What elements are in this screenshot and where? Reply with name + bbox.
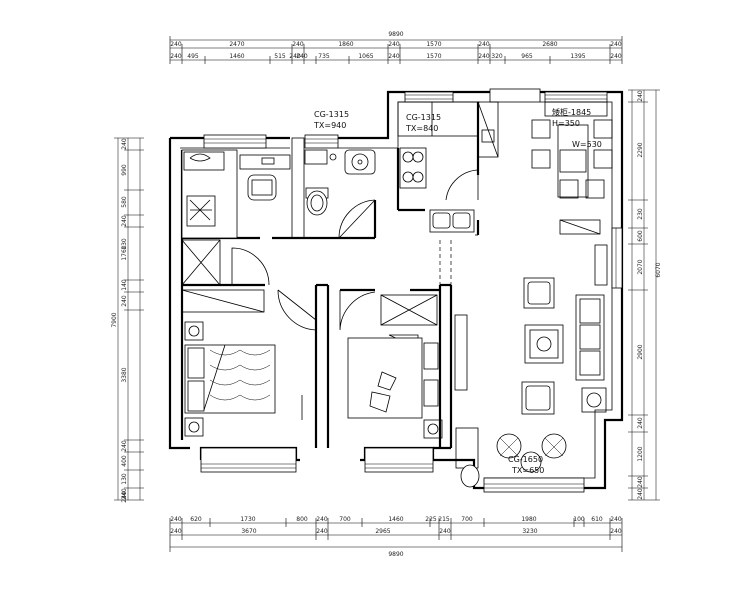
right-dim-2: 230 xyxy=(637,208,644,220)
interior-walls xyxy=(182,102,480,450)
bay-window-label: CG-1650 xyxy=(508,455,543,464)
window-a-label: CG-1315 xyxy=(314,110,349,119)
top-dim-r1-6: 240 xyxy=(478,41,490,48)
bot-dim-r2-4: 240 xyxy=(439,528,451,535)
left-dim-1: 990 xyxy=(121,164,128,176)
top-dim-r1-4: 240 xyxy=(388,41,400,48)
top-total-dim: 9890 xyxy=(388,31,403,38)
right-dim-6: 240 xyxy=(637,417,644,429)
top-dim-r1-3: 1860 xyxy=(338,41,353,48)
left-dim-9: 240 xyxy=(121,440,128,452)
bot-dim-r2-1: 3670 xyxy=(241,528,256,535)
top-dim-r1-0: 240 xyxy=(170,41,182,48)
left-dim-8: 3380 xyxy=(121,367,128,382)
annotations: CG-1315 TX=940 CG-1315 TX=840 矮柜-1845 H=… xyxy=(313,107,602,475)
top-dim-r2-14: 240 xyxy=(610,53,622,60)
kitchen-fixtures xyxy=(397,101,499,233)
bot-dim-r2-0: 240 xyxy=(170,528,182,535)
top-dim-r1-8: 240 xyxy=(610,41,622,48)
top-dim-r2-0: 240 xyxy=(170,53,182,60)
study-furniture xyxy=(181,149,291,286)
left-dimension-lines: 2409905802401301760140240338024040013024… xyxy=(111,137,144,503)
window-b-tx: TX=840 xyxy=(405,124,438,133)
cabinet-height: H=350 xyxy=(552,119,580,128)
master-bedroom-furniture xyxy=(347,294,443,439)
top-dim-r2-3: 515 xyxy=(274,53,286,60)
right-dim-3: 600 xyxy=(637,230,644,242)
top-dim-r2-8: 240 xyxy=(388,53,400,60)
bot-dim-r1-5: 700 xyxy=(339,516,351,523)
cabinet-label: 矮柜-1845 xyxy=(552,107,591,117)
left-dim-12: 240 xyxy=(121,488,128,500)
bot-dim-r1-13: 240 xyxy=(610,516,622,523)
top-dimension-lines: 9890 240 2470 240 1860 240 1570 240 2680 240 240… xyxy=(169,31,623,64)
left-dim-10: 400 xyxy=(121,455,128,467)
left-dim-3: 240 xyxy=(121,215,128,227)
bedroom-left-furniture xyxy=(181,289,276,437)
top-dim-r1-1: 2470 xyxy=(229,41,244,48)
bot-dim-r1-0: 240 xyxy=(170,516,182,523)
cabinet-width: W=530 xyxy=(572,140,602,149)
bottom-total-dim: 9890 xyxy=(388,551,403,558)
right-dim-7: 1200 xyxy=(637,446,644,461)
top-dim-r2-10: 240 xyxy=(478,53,490,60)
bot-dim-r1-6: 1460 xyxy=(388,516,403,523)
bot-dim-r1-11: 100 xyxy=(573,516,585,523)
window-b-label: CG-1315 xyxy=(406,113,441,122)
bathroom-fixtures xyxy=(304,149,376,216)
right-dim-9: 240 xyxy=(637,488,644,500)
left-dim-11: 130 xyxy=(121,473,128,485)
left-total-dim: 7900 xyxy=(111,312,118,327)
right-dim-0: 240 xyxy=(637,90,644,102)
left-dim-7: 240 xyxy=(121,295,128,307)
top-dim-r1-7: 2680 xyxy=(542,41,557,48)
top-dim-r2-4: 240 xyxy=(289,53,301,60)
bot-dim-r2-6: 240 xyxy=(610,528,622,535)
balcony-furniture xyxy=(455,427,567,488)
bot-dim-r1-10: 1980 xyxy=(521,516,536,523)
window-a-tx: TX=940 xyxy=(313,121,346,130)
bot-dim-r1-3: 800 xyxy=(296,516,308,523)
bot-dim-r1-12: 610 xyxy=(591,516,603,523)
bot-dim-r1-7: 225 xyxy=(425,516,437,523)
bot-dim-r1-4: 240 xyxy=(316,516,328,523)
left-dim-6: 140 xyxy=(121,279,128,291)
top-dim-r2-7: 1065 xyxy=(358,53,373,60)
bot-dim-r2-2: 240 xyxy=(316,528,328,535)
top-dim-r2-12: 965 xyxy=(521,53,533,60)
right-dim-1: 2290 xyxy=(637,142,644,157)
left-dim-0: 240 xyxy=(121,138,128,150)
top-dim-r2-1: 495 xyxy=(187,53,199,60)
top-dim-r2-5: 240 xyxy=(296,53,308,60)
top-dim-r2-6: 735 xyxy=(318,53,330,60)
bot-dim-r2-5: 3230 xyxy=(522,528,537,535)
right-dim-4: 2070 xyxy=(637,259,644,274)
bot-dim-r1-1: 620 xyxy=(190,516,202,523)
top-dim-r2-9: 1570 xyxy=(426,53,441,60)
dining-set xyxy=(531,101,613,235)
bay-window-tx: TX=650 xyxy=(511,466,544,475)
left-dim-5: 1760 xyxy=(121,245,128,260)
top-dim-r2-13: 1395 xyxy=(570,53,585,60)
top-dim-r1-2: 240 xyxy=(292,41,304,48)
right-total-dim: 6070 xyxy=(655,262,662,277)
living-room-furniture xyxy=(454,244,608,415)
bot-dim-r1-2: 1730 xyxy=(240,516,255,523)
bot-dim-r1-8: 215 xyxy=(438,516,450,523)
left-dim-4: 130 xyxy=(121,238,128,250)
right-dim-5: 2900 xyxy=(637,344,644,359)
left-dim-13: 240 xyxy=(121,491,128,503)
bot-dim-r1-9: 700 xyxy=(461,516,473,523)
windows xyxy=(200,88,623,493)
top-dim-r2-11: 320 xyxy=(491,53,503,60)
right-dim-8: 240 xyxy=(637,476,644,488)
top-dim-r2-2: 1460 xyxy=(229,53,244,60)
top-dim-r1-5: 1570 xyxy=(426,41,441,48)
left-dim-2: 580 xyxy=(121,196,128,208)
bot-dim-r2-3: 2965 xyxy=(375,528,390,535)
